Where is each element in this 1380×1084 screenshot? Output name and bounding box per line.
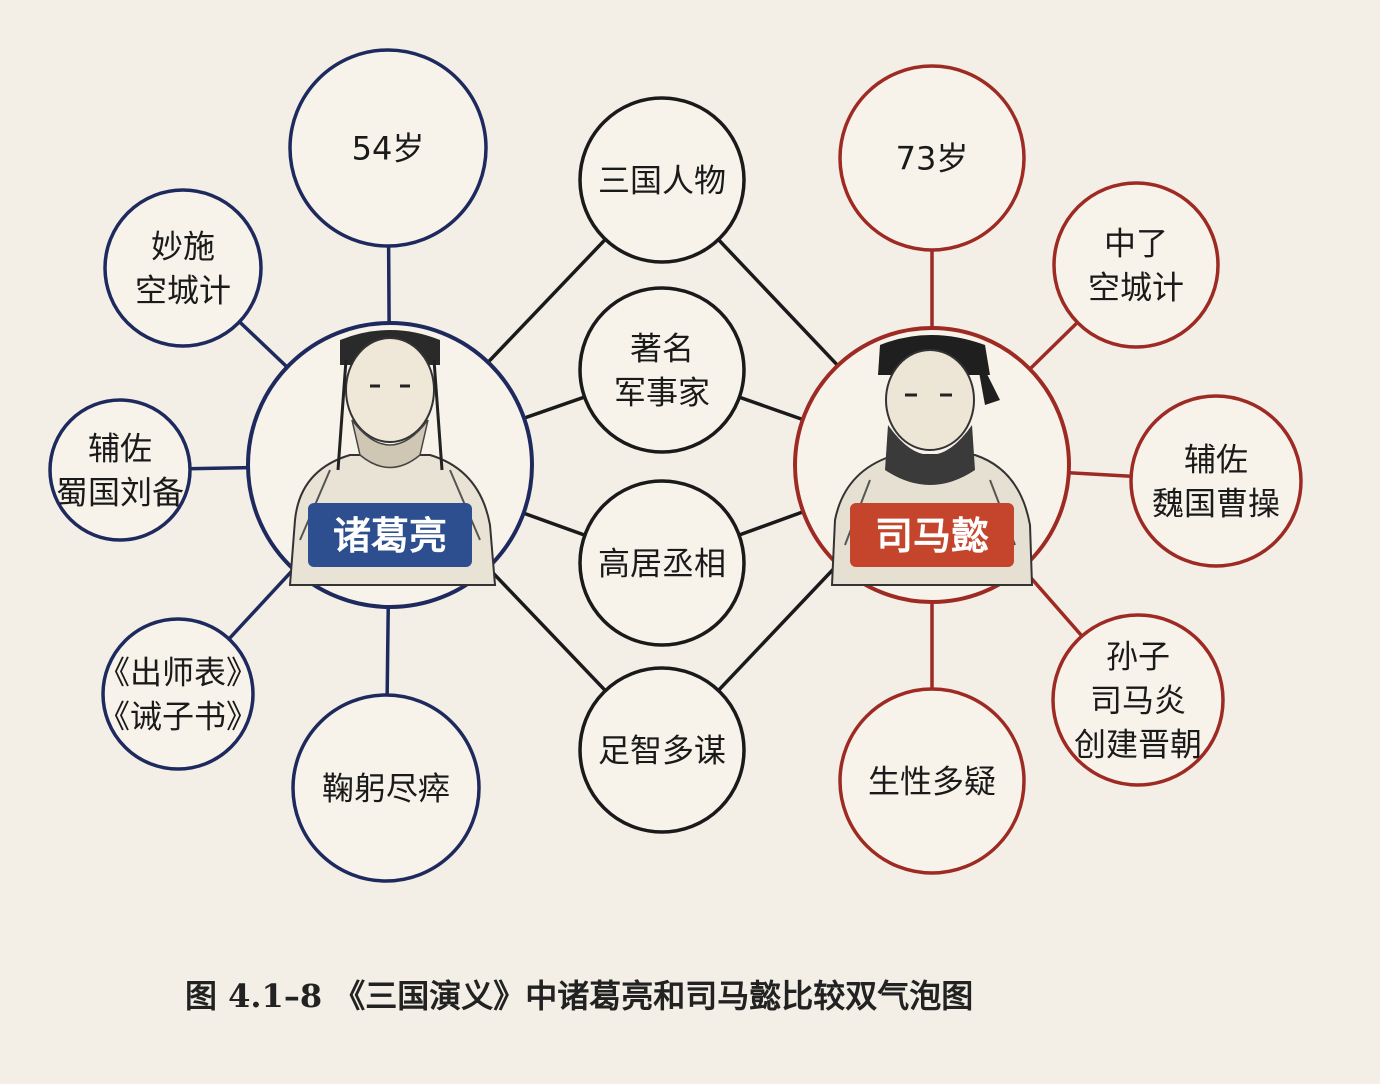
shared-trait-bubble-text: 足智多谋: [598, 732, 726, 770]
left-trait-bubble-circle: [101, 617, 255, 771]
shared-trait-bubble-circle: [578, 286, 746, 454]
figure-caption: 图 4.1–8 《三国演义》中诸葛亮和司马懿比较双气泡图: [185, 977, 973, 1015]
right-trait-bubble-text: 孙子: [1106, 638, 1170, 676]
left-trait-bubble: 鞠躬尽瘁: [291, 693, 481, 883]
right-trait-bubble-text: 魏国曹操: [1152, 485, 1280, 523]
right-trait-bubble-circle: [1052, 181, 1220, 349]
left-trait-bubble-text: 《诫子书》: [98, 698, 258, 736]
right-trait-bubble-circle: [838, 64, 1026, 252]
left-trait-bubble-text: 《出师表》: [98, 654, 258, 692]
left-name-label: 诸葛亮: [333, 514, 447, 558]
shared-trait-bubble-text: 高居丞相: [598, 545, 726, 583]
right-trait-bubble-text: 司马炎: [1090, 682, 1186, 720]
left-name-badge: [308, 503, 472, 567]
shared-trait-bubble-circle: [578, 479, 746, 647]
right-trait-bubble: 生性多疑: [838, 687, 1026, 875]
left-trait-bubble: 54岁: [288, 48, 488, 248]
right-trait-bubble-text: 辅佐: [1184, 441, 1248, 479]
left-trait-bubble-text: 辅佐: [88, 430, 152, 468]
right-trait-bubble-text: 中了: [1104, 225, 1168, 263]
shared-trait-bubble-circle: [578, 96, 746, 264]
left-trait-bubble-circle: [48, 398, 192, 542]
right-center-node: 司马懿: [793, 326, 1071, 604]
left-trait-bubble-text: 空城计: [135, 272, 231, 310]
shared-trait-bubble-circle: [578, 666, 746, 834]
left-trait-bubble-text: 妙施: [151, 228, 215, 266]
left-trait-bubble-text: 蜀国刘备: [56, 474, 184, 512]
right-trait-bubble: 73岁: [838, 64, 1026, 252]
right-name-badge: [850, 503, 1014, 567]
left-trait-bubble-circle: [103, 188, 263, 348]
right-trait-bubble-text: 创建晋朝: [1074, 726, 1202, 764]
right-name-label: 司马懿: [875, 514, 989, 558]
shared-trait-bubble-text: 三国人物: [598, 162, 726, 200]
left-trait-bubble: 《出师表》《诫子书》: [98, 617, 258, 771]
shared-trait-bubble: 高居丞相: [578, 479, 746, 647]
right-trait-bubble-circle: [838, 687, 1026, 875]
right-trait-bubble-text: 空城计: [1088, 269, 1184, 307]
right-trait-bubble-text: 生性多疑: [868, 763, 996, 801]
left-trait-bubble-text: 54岁: [352, 130, 425, 168]
left-center-node: 诸葛亮: [246, 321, 534, 609]
shared-trait-bubble-text: 著名: [630, 330, 694, 368]
left-trait-bubble-circle: [291, 693, 481, 883]
left-trait-bubble-circle: [288, 48, 488, 248]
shared-trait-bubble-text: 军事家: [614, 374, 710, 412]
shared-trait-bubble: 三国人物: [578, 96, 746, 264]
right-trait-bubble-text: 73岁: [896, 140, 969, 178]
left-trait-bubble-text: 鞠躬尽瘁: [322, 770, 450, 808]
right-trait-bubble-circle: [1129, 394, 1303, 568]
right-trait-bubble-circle: [1051, 613, 1225, 787]
shared-trait-bubble: 足智多谋: [578, 666, 746, 834]
